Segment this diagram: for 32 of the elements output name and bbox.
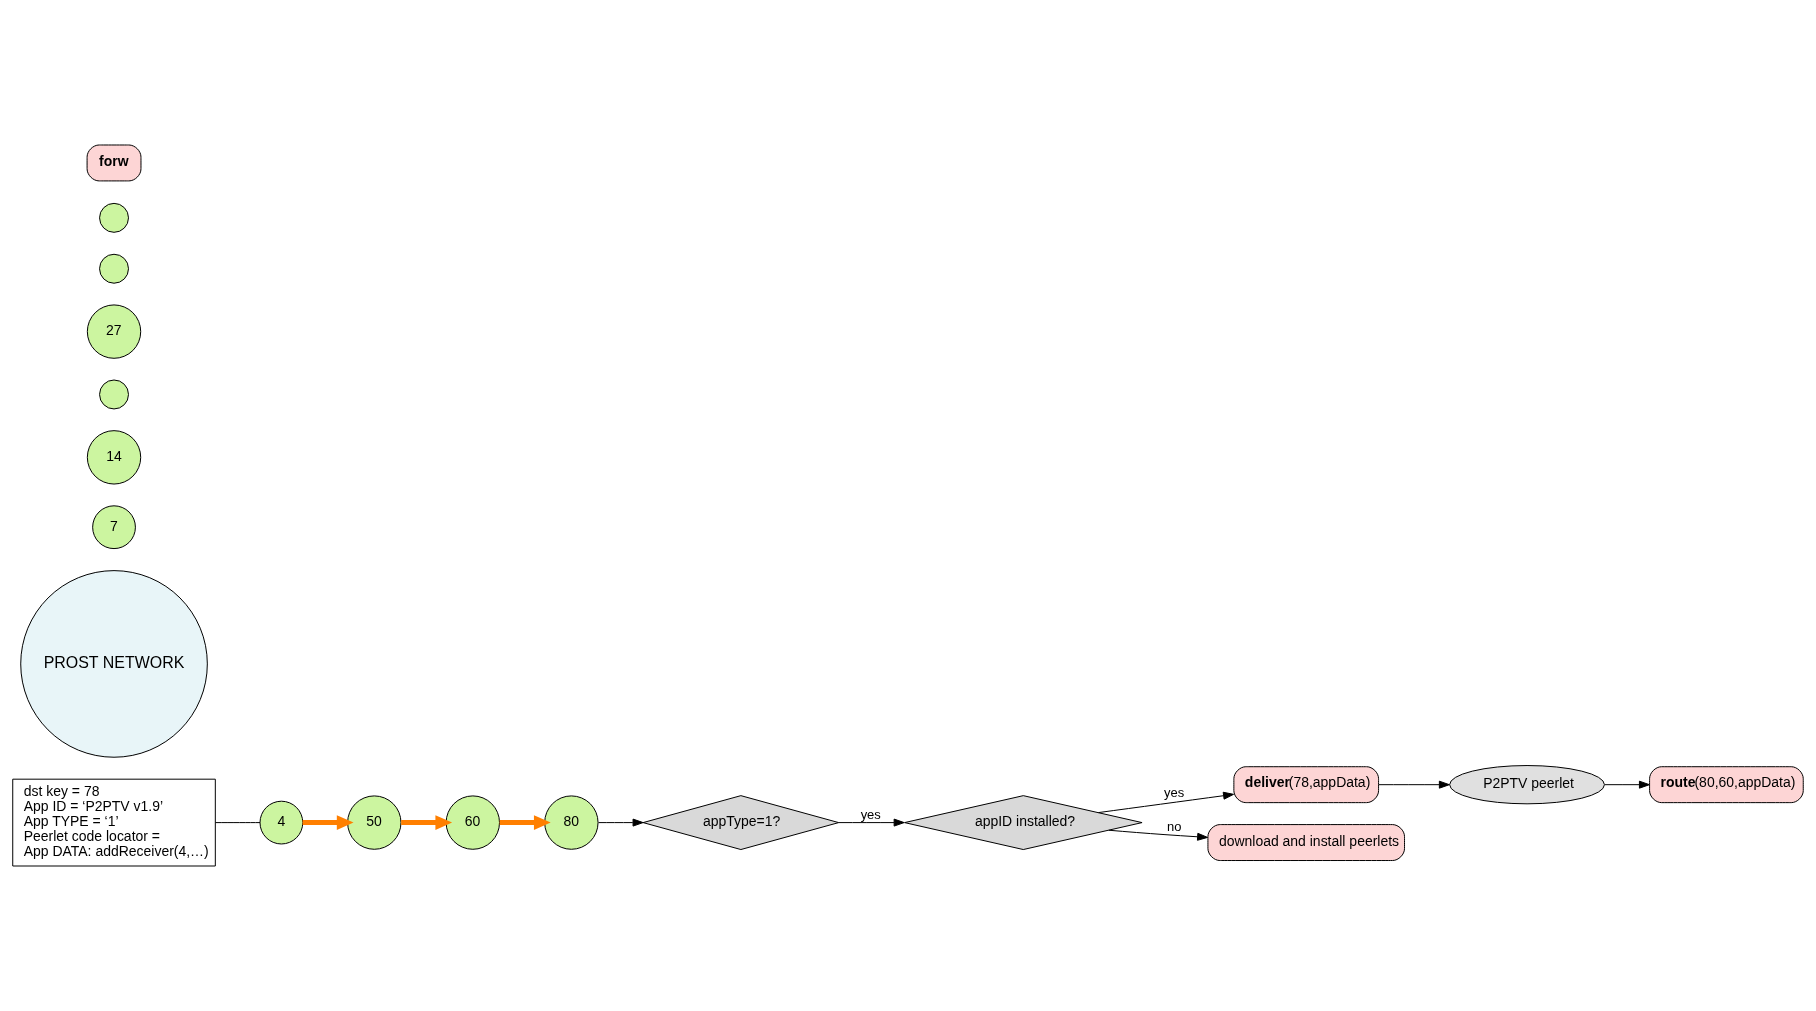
arrow: [838, 818, 905, 827]
arrow: [302, 815, 354, 830]
node-box: forw: [86, 144, 142, 182]
edge-label: yes: [1164, 785, 1185, 801]
node-circle: [99, 253, 129, 284]
arrow: [499, 815, 551, 830]
node-circle: 7: [92, 505, 136, 550]
arrow: [1604, 780, 1650, 789]
node-diamond: appType=1?: [642, 795, 840, 851]
node-circle: 27: [86, 304, 142, 359]
node-circle: [99, 379, 129, 410]
arrow: [1098, 791, 1235, 814]
arrow: [1108, 829, 1209, 841]
node-circle: 50: [347, 795, 402, 850]
node-ellipse: P2PTV peerlet: [1449, 765, 1605, 805]
node-circle: 60: [445, 795, 500, 850]
node-circle: 4: [259, 800, 304, 845]
node-circle: [99, 202, 129, 233]
node-diamond: appID installed?: [904, 795, 1143, 851]
node-circle: 14: [86, 430, 142, 485]
node-circle: 80: [544, 795, 599, 850]
edge-label: yes: [860, 807, 881, 822]
arrow: [598, 818, 644, 827]
edge-label: no: [1167, 818, 1182, 834]
node-box: dst key = 78 App ID = ‘P2PTV v1.9’ App TYPE = ‘1’ Peerlet code locator = App DATA: addReceiver(4,…): [12, 778, 216, 867]
arrow: [1378, 780, 1450, 789]
node-box: route(80,60,appData): [1649, 766, 1804, 804]
arrow: [401, 815, 453, 830]
node-circle: PROST NETWORK: [20, 570, 208, 758]
connector: [215, 822, 261, 824]
node-box: deliver(78,appData): [1233, 766, 1380, 804]
node-box: download and install peerlets: [1207, 824, 1405, 861]
